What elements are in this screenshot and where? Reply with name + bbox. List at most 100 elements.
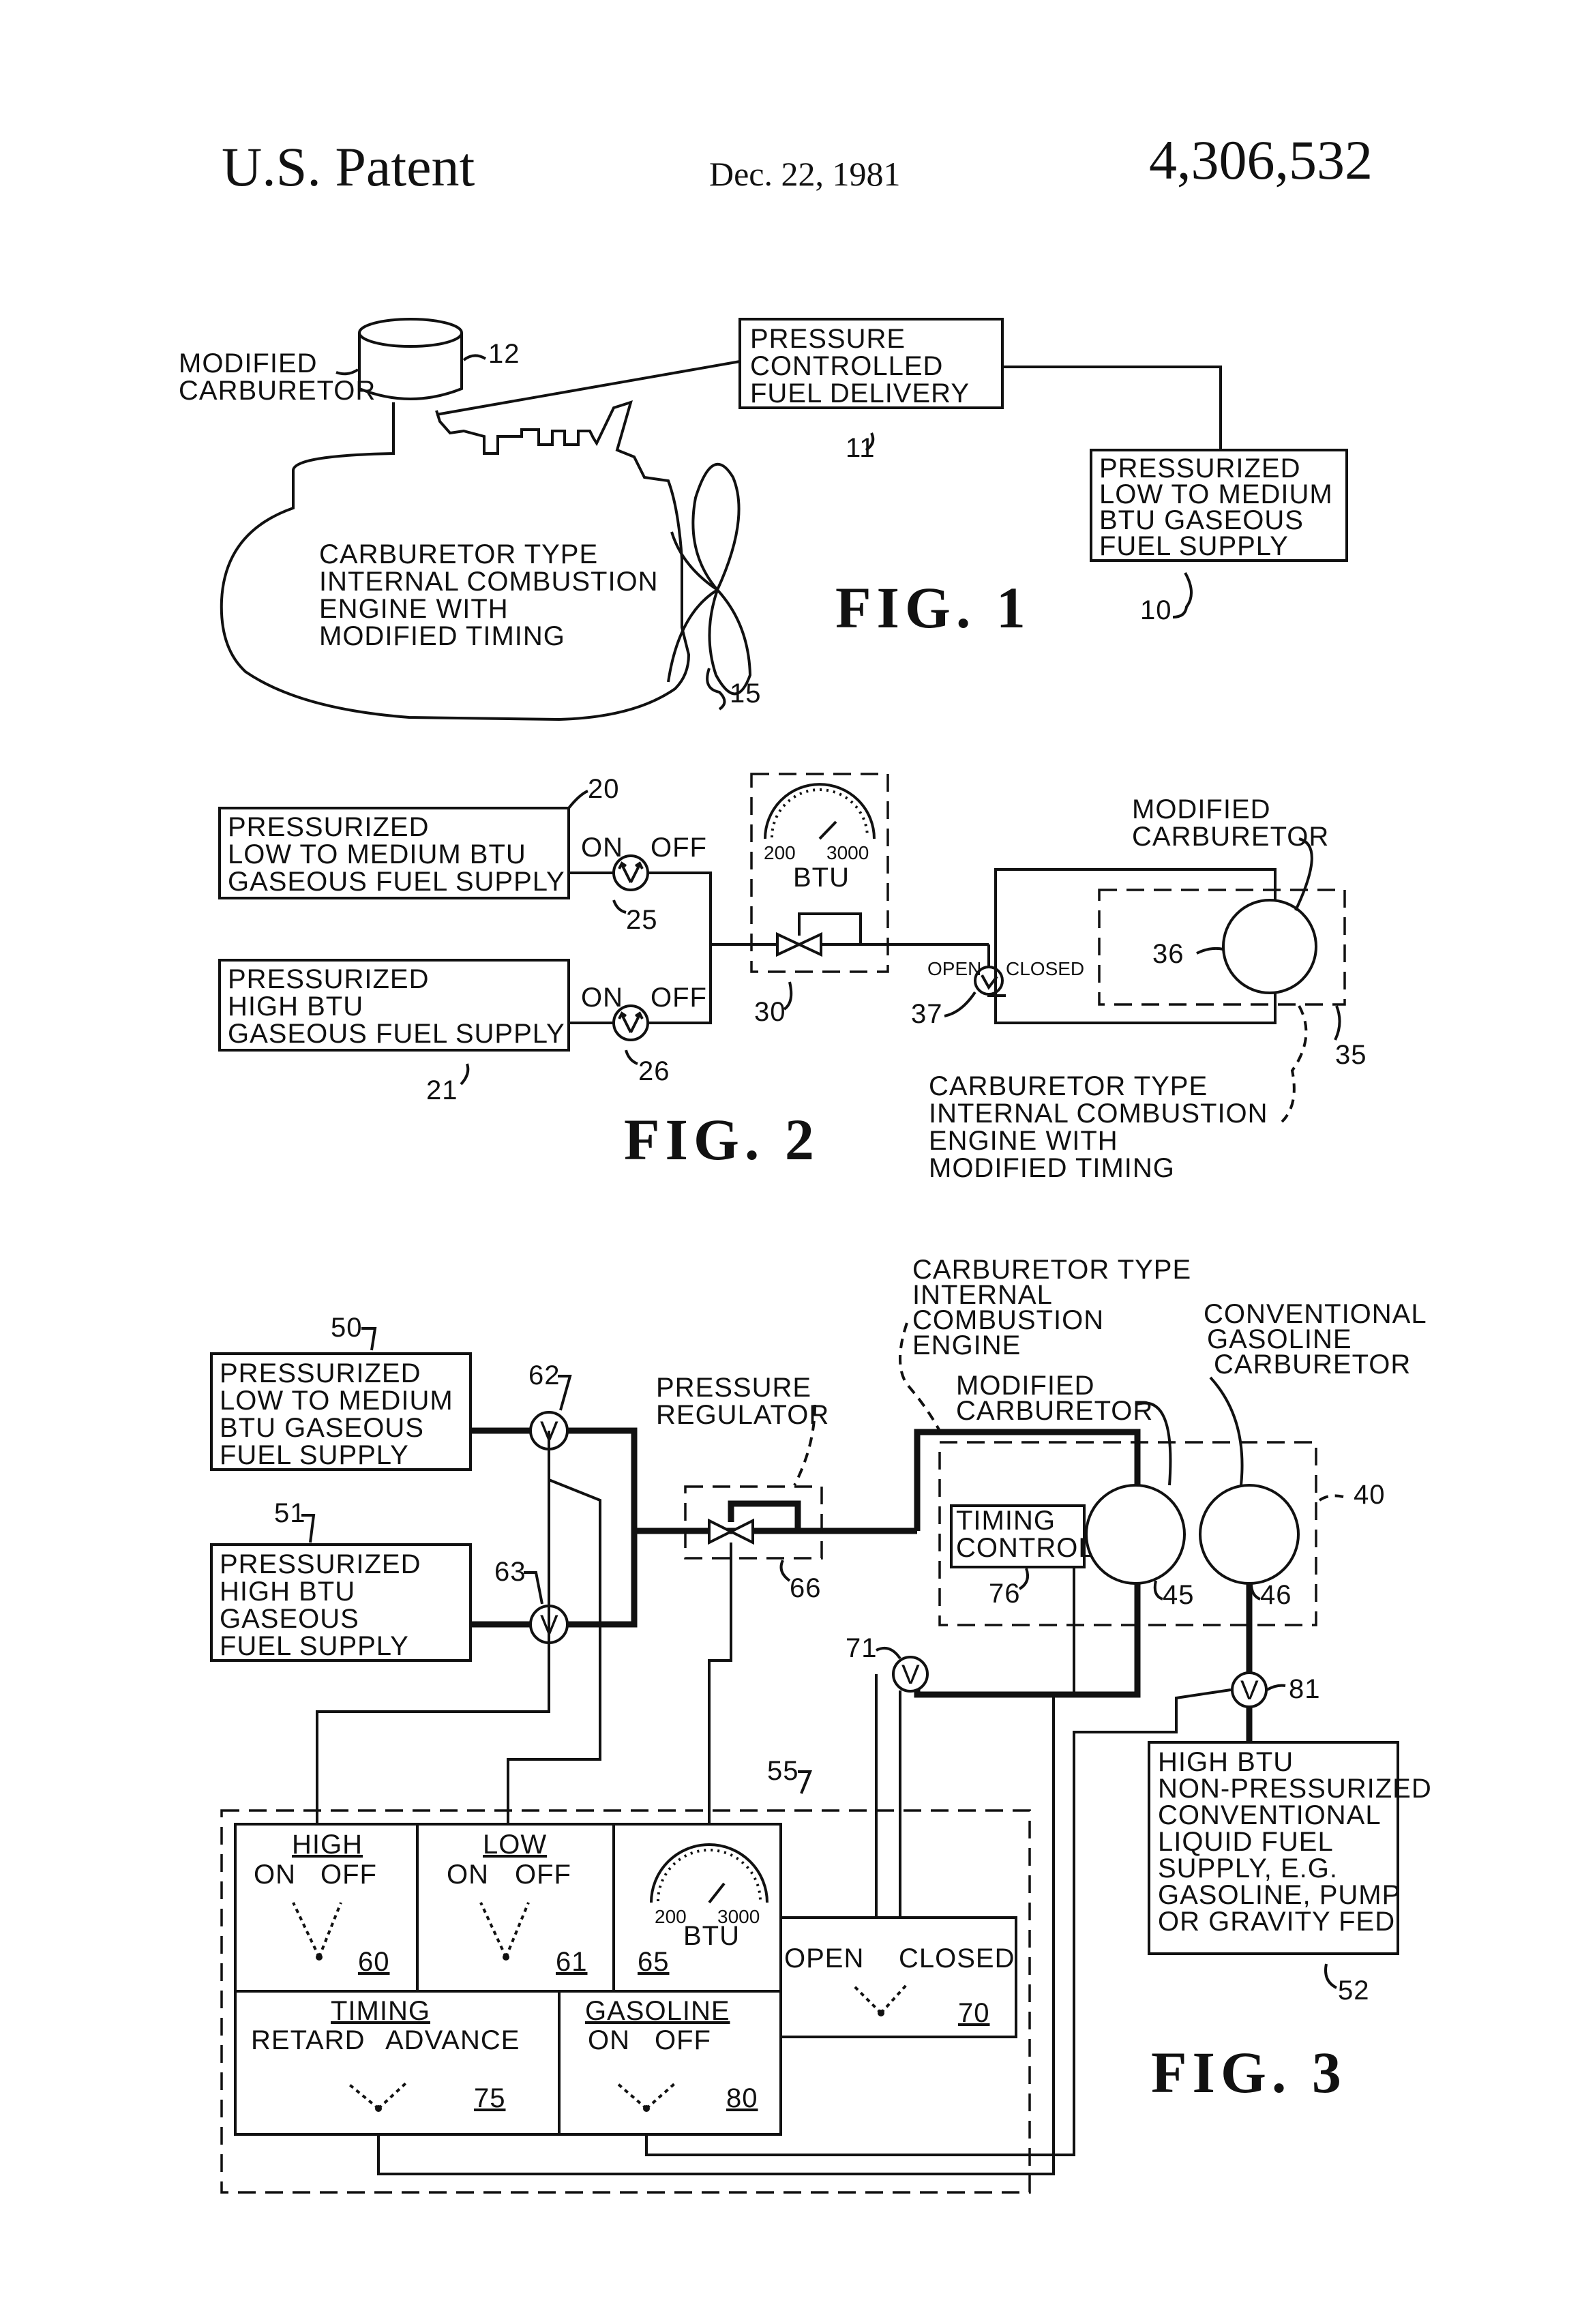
fig3-ref40-leader <box>1319 1495 1343 1500</box>
fig3-ref63-leader <box>524 1573 542 1604</box>
fig3-modified-carb-label-2: CARBURETOR <box>956 1396 1153 1426</box>
fig3-ref46-leader <box>1251 1583 1260 1599</box>
fig3-panel-valve-open: OPEN <box>784 1943 864 1973</box>
fig1-ref-10: 10 <box>1140 595 1172 625</box>
fig1-engine-label-1: CARBURETOR TYPE <box>319 539 598 569</box>
fig2-ref-30: 30 <box>754 997 786 1027</box>
fig3-panel-valve-closed: CLOSED <box>899 1943 1015 1973</box>
fig2-gauge-dial <box>765 784 874 839</box>
figure-3: PRESSURIZED LOW TO MEDIUM BTU GASEOUS FU… <box>211 1255 1432 2192</box>
fig2-ref26-leader <box>626 1050 638 1064</box>
fig2-ref20-leader <box>569 791 588 808</box>
fig3-ref-75: 75 <box>474 2083 506 2113</box>
fig3-panel-high-switch-icon <box>293 1903 341 1957</box>
fig2-low-supply-label-3: GASEOUS FUEL SUPPLY <box>228 867 565 897</box>
fig3-panel-gasoline-title: GASOLINE <box>585 1996 730 2026</box>
fig2-low-supply-label-1: PRESSURIZED <box>228 812 430 842</box>
fig1-carburetor-label-1: MODIFIED <box>179 348 318 378</box>
fig3-panel-high-title: HIGH <box>292 1830 363 1860</box>
fig3-low-supply-label-4: FUEL SUPPLY <box>220 1440 409 1470</box>
fig3-liquid-supply-label-5: SUPPLY, E.G. <box>1158 1853 1338 1883</box>
fig3-ref-62: 62 <box>528 1360 561 1390</box>
fig2-engine-label-1: CARBURETOR TYPE <box>929 1071 1208 1101</box>
fig3-high-supply-label-1: PRESSURIZED <box>220 1549 421 1579</box>
fig3-low-supply-label-2: LOW TO MEDIUM <box>220 1386 453 1416</box>
fig3-high-supply-label-2: HIGH BTU <box>220 1577 355 1607</box>
fig2-gauge-needle <box>820 822 836 839</box>
fig2-valve-closed: CLOSED <box>1006 958 1084 979</box>
fig1-ref-12: 12 <box>488 339 520 369</box>
page-header: U.S. Patent Dec. 22, 1981 4,306,532 <box>222 129 1373 198</box>
fig3-ref-60: 60 <box>358 1947 390 1977</box>
fig1-ref10-leader <box>1173 573 1191 617</box>
fig1-delivery-label-1: PRESSURE <box>750 324 906 354</box>
fig3-conventional-carburetor-icon <box>1200 1485 1298 1583</box>
fig3-ref-45: 45 <box>1163 1580 1195 1610</box>
fig3-low-supply-label-1: PRESSURIZED <box>220 1358 421 1388</box>
fig3-ref-63: 63 <box>494 1557 526 1587</box>
fig2-carburetor-label-2: CARBURETOR <box>1132 822 1329 852</box>
fig3-timing-control-label-1: TIMING <box>956 1506 1056 1536</box>
fig1-ref12-leader <box>464 355 486 360</box>
fig2-gauge-max: 3000 <box>826 842 869 863</box>
fig2-high-off: OFF <box>651 983 707 1013</box>
fig2-engine-label-2: INTERNAL COMBUSTION <box>929 1099 1268 1129</box>
fig2-ref25-leader <box>614 900 626 912</box>
fig2-valve-open: OPEN <box>927 958 981 979</box>
fig3-panel-gasoline-switch-icon <box>617 2083 675 2109</box>
fig2-carburetor-label-1: MODIFIED <box>1132 794 1271 824</box>
figure-1: MODIFIED CARBURETOR 12 15 CARBURETOR TYP… <box>179 319 1347 719</box>
patent-date: Dec. 22, 1981 <box>709 155 901 193</box>
fig3-panel-timing-title: TIMING <box>331 1996 430 2026</box>
fig3-panel-gauge-unit: BTU <box>683 1921 740 1951</box>
fig2-carburetor-icon <box>1223 900 1316 993</box>
fig2-ref-36: 36 <box>1152 939 1184 969</box>
fig2-ref37-leader <box>944 992 975 1016</box>
fig3-wire-regulator <box>709 1543 731 1824</box>
fig3-liquid-supply-label-6: GASOLINE, PUMP <box>1158 1880 1401 1910</box>
fig3-panel-valve-switch-icon <box>852 1984 907 2013</box>
fig3-liquid-supply-label-7: OR GRAVITY FED <box>1158 1907 1395 1937</box>
fig3-liquid-supply-label-3: CONVENTIONAL <box>1158 1800 1382 1830</box>
fig3-panel-retard: RETARD <box>251 2025 365 2055</box>
fig3-panel-valve-switch-pivot <box>878 2010 884 2016</box>
fig3-panel-timing-switch-pivot <box>375 2105 382 2112</box>
fig1-delivery-label-2: CONTROLLED <box>750 351 943 381</box>
fig3-ref66-leader <box>781 1560 790 1581</box>
fig2-regulator-valve-icon <box>777 934 821 955</box>
patent-label: U.S. Patent <box>222 136 475 198</box>
fig2-high-supply-label-3: GASEOUS FUEL SUPPLY <box>228 1019 565 1049</box>
fig2-ref-37: 37 <box>911 999 943 1029</box>
fig1-engine-label-3: ENGINE WITH <box>319 594 509 624</box>
fig2-high-on: ON <box>581 983 623 1013</box>
fig1-caption: FIG. 1 <box>835 575 1031 640</box>
fig3-ref-61: 61 <box>556 1947 588 1977</box>
fig3-ref-46: 46 <box>1260 1580 1292 1610</box>
fig3-regulator-label-1: PRESSURE <box>656 1373 811 1403</box>
fig1-ref-11: 11 <box>846 433 876 463</box>
fig3-panel-low-title: LOW <box>483 1830 547 1860</box>
fig2-engine-label-3: ENGINE WITH <box>929 1126 1118 1156</box>
fig1-engine-label-4: MODIFIED TIMING <box>319 621 565 651</box>
fig3-regulator-valve-icon <box>709 1521 753 1543</box>
fig1-fuel-line <box>436 361 740 415</box>
fig1-ref-15: 15 <box>730 679 762 709</box>
fig3-ref-80: 80 <box>726 2083 758 2113</box>
fig3-panel-low-switch-icon <box>481 1903 528 1957</box>
fig3-ref76-leader <box>1019 1568 1028 1589</box>
fig2-ref-26: 26 <box>638 1056 670 1086</box>
fig3-liquid-supply-label-2: NON-PRESSURIZED <box>1158 1774 1432 1804</box>
fig2-high-supply-label-2: HIGH BTU <box>228 992 363 1022</box>
fig2-high-supply-label-1: PRESSURIZED <box>228 964 430 994</box>
fig3-conventional-carb-leader <box>1210 1377 1242 1485</box>
fig3-panel-low-switch-pivot <box>503 1954 509 1961</box>
fig3-high-supply-label-3: GASEOUS <box>220 1604 359 1634</box>
fig3-panel-timing-switch-icon <box>348 2083 406 2109</box>
fig2-ref21-leader <box>461 1064 468 1084</box>
fig2-engine-leader <box>1282 1006 1306 1122</box>
fig3-panel-gasoline-on: ON <box>588 2025 630 2055</box>
fig3-panel-gauge-min: 200 <box>655 1906 687 1927</box>
fig2-low-off: OFF <box>651 833 707 863</box>
fig2-low-supply-label-2: LOW TO MEDIUM BTU <box>228 839 526 869</box>
